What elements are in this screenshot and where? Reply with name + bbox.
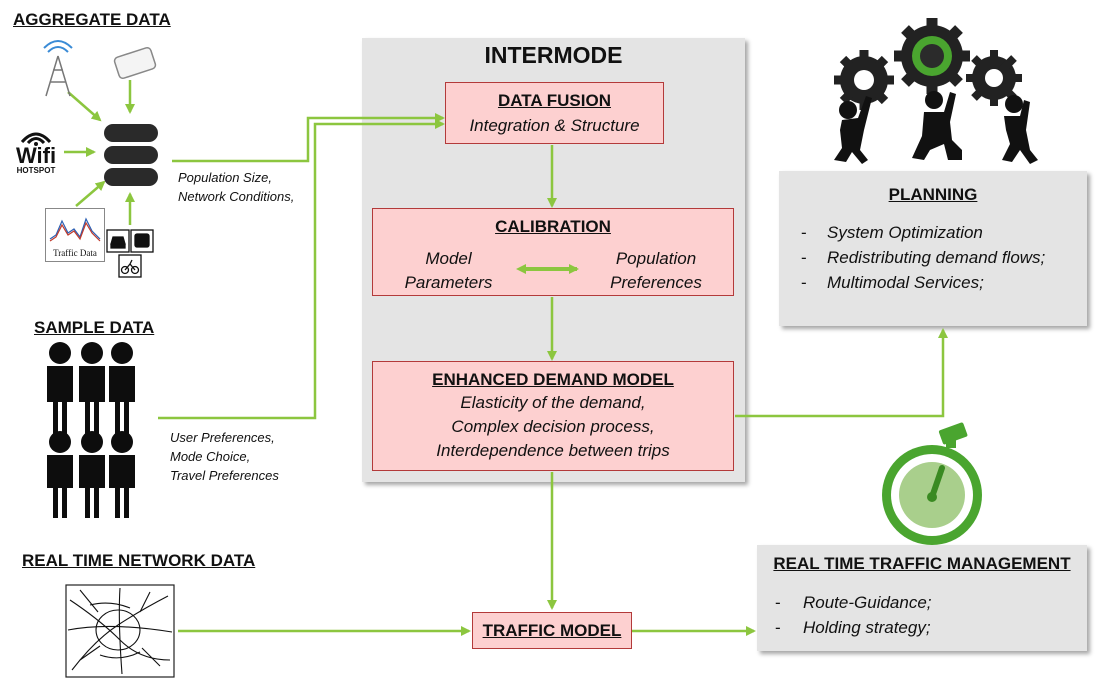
management-title: REAL TIME TRAFFIC MANAGEMENT: [773, 554, 1071, 573]
cell-tower-icon: [43, 40, 73, 97]
arrow-sample-to-fusion: [158, 119, 445, 420]
people-icon: [47, 342, 135, 518]
planning-item-label: System Optimization: [827, 223, 983, 242]
bicycle-icon: [118, 254, 142, 278]
calibration-title: CALIBRATION: [495, 217, 611, 236]
gear-icon: [966, 50, 1022, 106]
planning-item: - Multimodal Services;: [801, 273, 1045, 298]
management-list: - Route-Guidance; - Holding strategy;: [775, 593, 932, 643]
note-line: Network Conditions,: [178, 189, 295, 204]
management-item: - Route-Guidance;: [775, 593, 932, 618]
person-icon: [79, 431, 105, 518]
road-network-map-icon: [65, 584, 175, 678]
planning-item-label: Multimodal Services;: [827, 273, 984, 292]
enhanced-line: Interdependence between trips: [436, 441, 670, 460]
sample-data-title: SAMPLE DATA: [34, 318, 155, 337]
note-line: Population Size,: [178, 170, 272, 185]
aggregate-data-title: AGGREGATE DATA: [13, 10, 171, 29]
aggregate-data-note: Population Size, Network Conditions,: [178, 168, 294, 206]
data-fusion-subtitle: Integration & Structure: [469, 116, 640, 135]
person-pushing-icon: [1002, 95, 1038, 164]
connector-arrows: [64, 80, 948, 636]
bullet: -: [775, 593, 781, 612]
arrow-enhanced-to-planning: [735, 328, 948, 418]
calibration-model-parameters: Model Parameters: [391, 247, 506, 295]
wifi-signal-icon: [20, 132, 52, 146]
gear-icon: [894, 18, 970, 94]
enhanced-demand-model-lines: Elasticity of the demand, Complex decisi…: [373, 391, 733, 463]
traffic-data-label: Traffic Data: [53, 248, 97, 258]
bullet: -: [801, 273, 807, 292]
database-icon: [104, 124, 158, 186]
person-pushing-icon: [834, 96, 872, 164]
traffic-model-title: TRAFFIC MODEL: [482, 621, 622, 640]
person-icon: [47, 431, 73, 518]
calibration-right-line: Preferences: [610, 273, 702, 292]
planning-title: PLANNING: [888, 185, 978, 204]
calibration-right-line: Population: [615, 249, 697, 268]
management-item-label: Holding strategy;: [803, 618, 931, 637]
traffic-model-box: TRAFFIC MODEL: [472, 612, 632, 649]
planning-item-label: Redistributing demand flows;: [827, 248, 1046, 267]
calibration-box: CALIBRATION Model Parameters Population …: [372, 208, 734, 296]
real-time-network-data-title: REAL TIME NETWORK DATA: [22, 551, 256, 570]
note-line: Mode Choice,: [170, 449, 251, 464]
stopwatch-icon: [882, 422, 982, 545]
intermode-title: INTERMODE: [484, 42, 623, 68]
wifi-hotspot-icon: Wifi HOTSPOT: [10, 128, 62, 175]
enhanced-demand-model-title: ENHANCED DEMAND MODEL: [432, 370, 674, 389]
gear-icon: [834, 50, 894, 110]
person-kneeling-icon: [912, 91, 962, 160]
car-icon: [106, 229, 130, 253]
data-fusion-box: DATA FUSION Integration & Structure: [445, 82, 664, 144]
enhanced-line: Complex decision process,: [451, 417, 655, 436]
management-panel: REAL TIME TRAFFIC MANAGEMENT - Route-Guid…: [757, 545, 1087, 651]
management-item: - Holding strategy;: [775, 618, 932, 643]
person-icon: [109, 342, 135, 437]
sample-data-note: User Preferences, Mode Choice, Travel Pr…: [170, 428, 279, 485]
wifi-label: Wifi: [15, 143, 57, 168]
traffic-data-chart-icon: Traffic Data: [45, 208, 105, 262]
arrow-chart-to-db: [75, 180, 106, 207]
enhanced-line: Elasticity of the demand,: [460, 393, 646, 412]
planning-item: - System Optimization: [801, 223, 1045, 248]
smartphone-icon: [113, 46, 157, 80]
planning-list: - System Optimization - Redistributing dem…: [801, 223, 1045, 298]
bus-icon: [130, 229, 154, 253]
traffic-data-chart-lines: [49, 217, 101, 242]
data-fusion-title: DATA FUSION: [497, 91, 611, 110]
arrow-tower-to-db: [67, 91, 102, 122]
note-line: Travel Preferences: [170, 468, 279, 483]
planning-item: - Redistributing demand flows;: [801, 248, 1045, 273]
person-icon: [109, 431, 135, 518]
calibration-left-line: Parameters: [404, 273, 493, 292]
bullet: -: [801, 248, 807, 267]
gears-people-icon: [834, 18, 1038, 164]
planning-panel: PLANNING - System Optimization - Redistrib…: [779, 171, 1087, 326]
calibration-left-line: Model: [425, 249, 472, 268]
arrow-aggregate-to-fusion: [172, 113, 445, 163]
calibration-population-preferences: Population Preferences: [591, 247, 721, 295]
person-icon: [47, 342, 73, 437]
note-line: User Preferences,: [170, 430, 275, 445]
vehicle-icons: [106, 229, 154, 278]
enhanced-demand-model-box: ENHANCED DEMAND MODEL Elasticity of the …: [372, 361, 734, 471]
bullet: -: [801, 223, 807, 242]
person-icon: [79, 342, 105, 437]
bullet: -: [775, 618, 781, 637]
management-item-label: Route-Guidance;: [803, 593, 932, 612]
hotspot-label: HOTSPOT: [16, 166, 56, 175]
